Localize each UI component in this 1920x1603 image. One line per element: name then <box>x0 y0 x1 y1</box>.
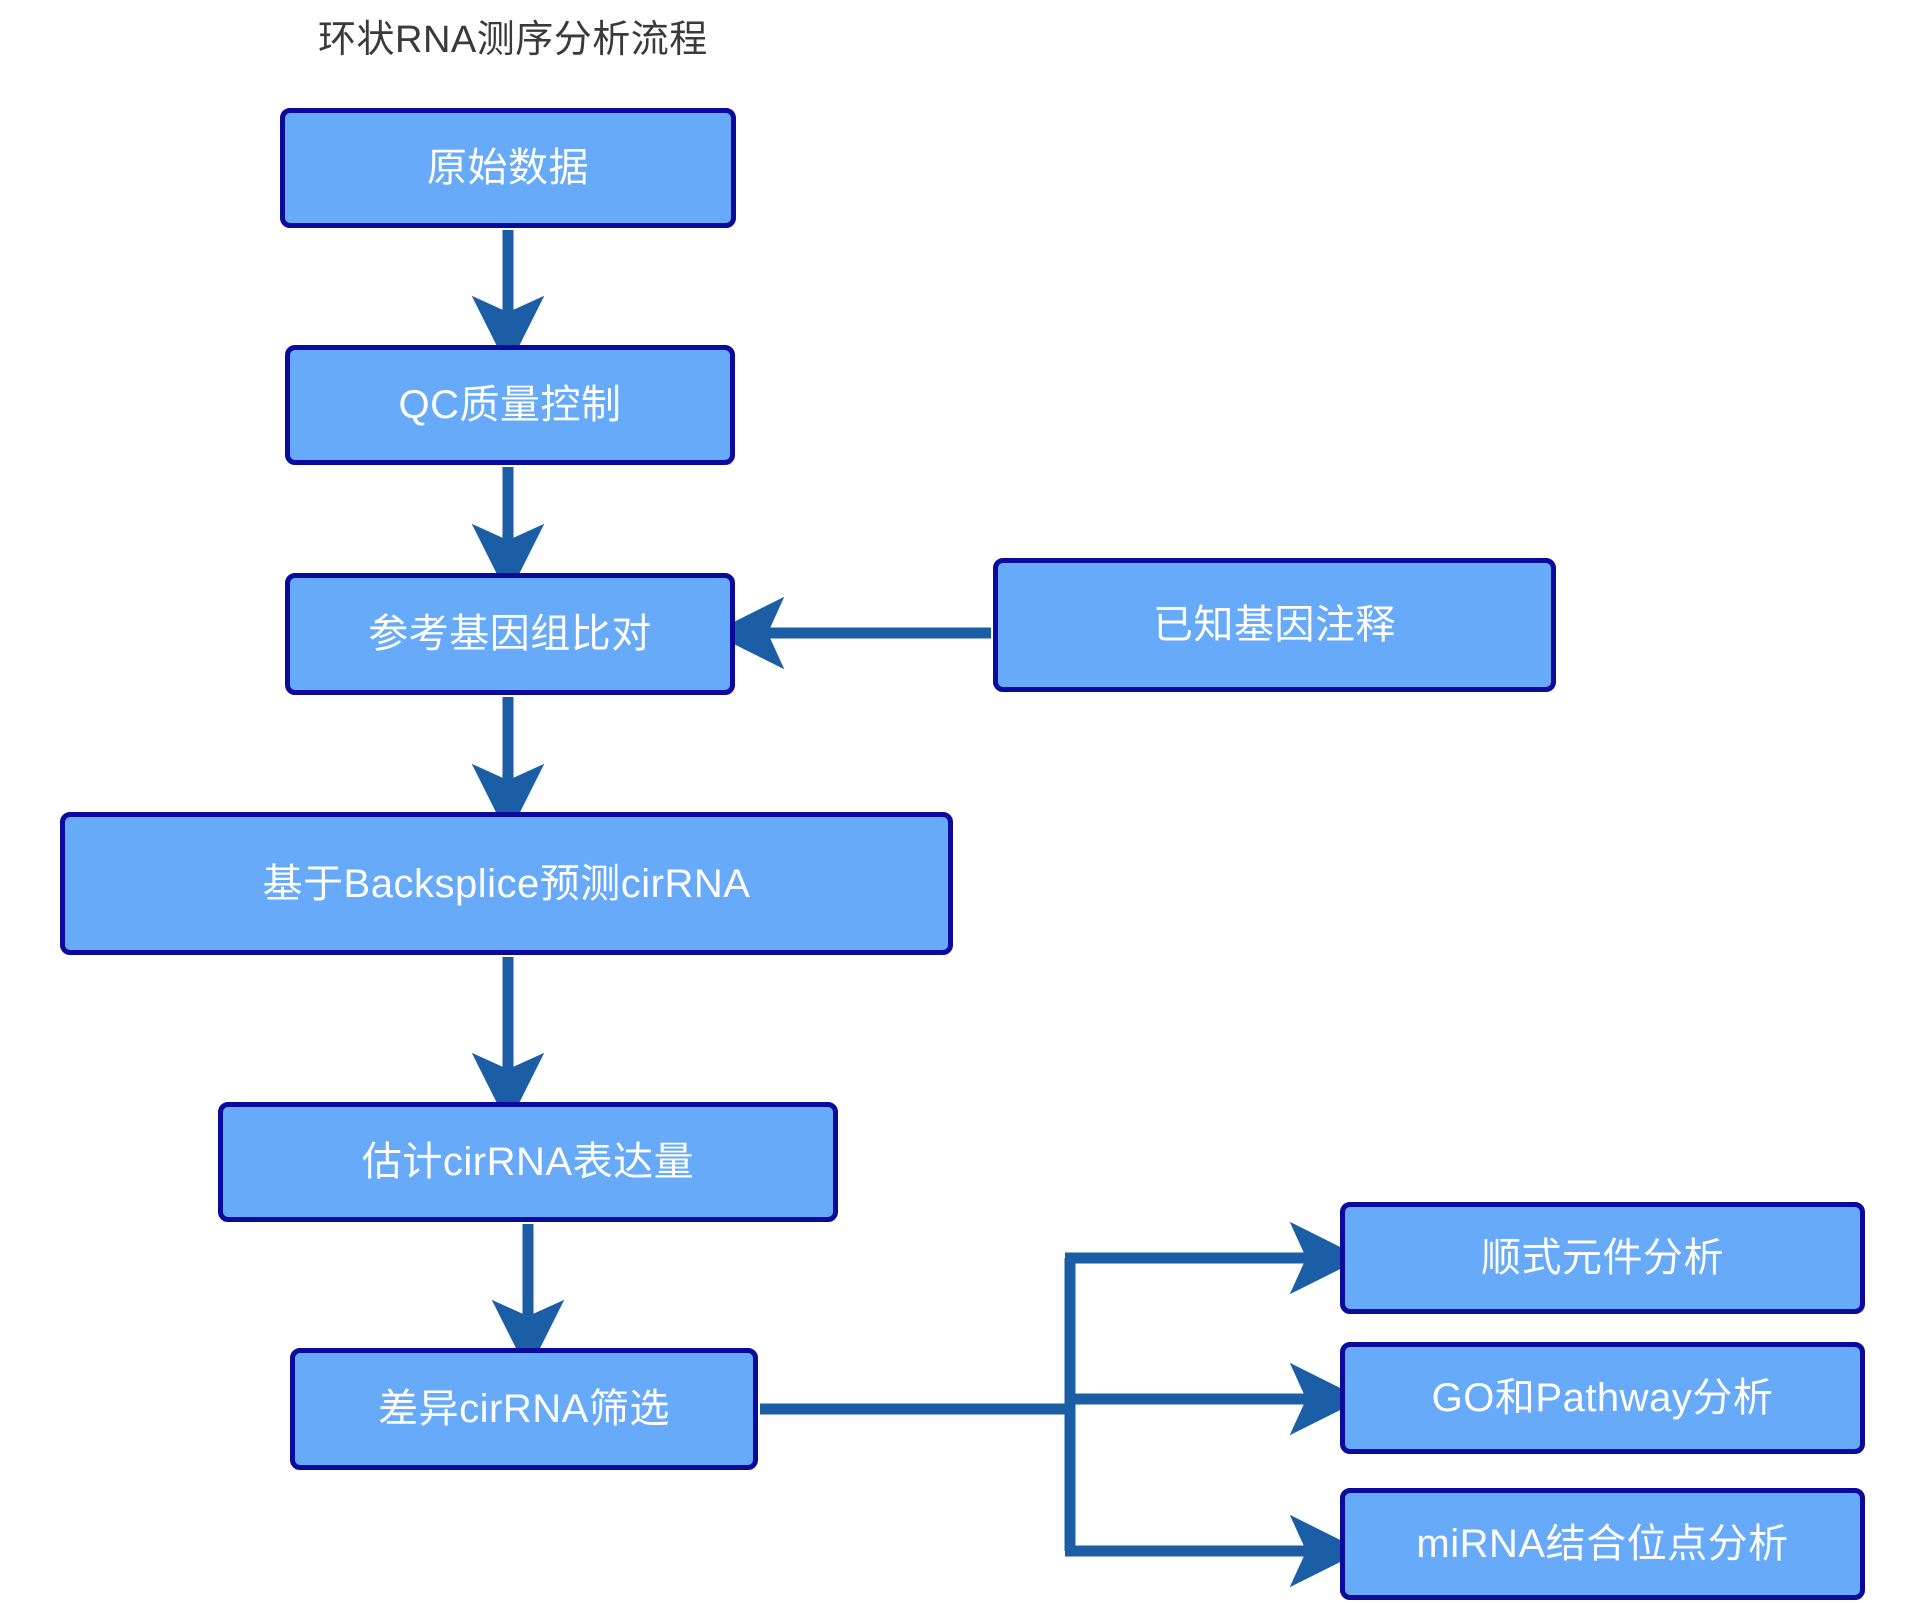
node-expression[interactable]: 估计cirRNA表达量 <box>218 1102 838 1222</box>
node-mirna-site-label: miRNA结合位点分析 <box>1416 1522 1789 1566</box>
node-diff-screen-label: 差异cirRNA筛选 <box>378 1387 670 1431</box>
node-mirna-site[interactable]: miRNA结合位点分析 <box>1340 1488 1865 1600</box>
node-qc-label: QC质量控制 <box>398 383 622 427</box>
node-diff-screen[interactable]: 差异cirRNA筛选 <box>290 1348 758 1470</box>
node-cis-element-label: 顺式元件分析 <box>1481 1236 1724 1280</box>
node-cis-element[interactable]: 顺式元件分析 <box>1340 1202 1865 1314</box>
node-go-pathway[interactable]: GO和Pathway分析 <box>1340 1342 1865 1454</box>
node-genome-align-label: 参考基因组比对 <box>368 612 652 656</box>
node-genome-align[interactable]: 参考基因组比对 <box>285 573 735 695</box>
node-qc[interactable]: QC质量控制 <box>285 345 735 465</box>
node-gene-annotation-label: 已知基因注释 <box>1153 603 1396 647</box>
node-raw-data-label: 原始数据 <box>427 146 589 190</box>
node-gene-annotation[interactable]: 已知基因注释 <box>993 558 1556 692</box>
node-raw-data[interactable]: 原始数据 <box>280 108 736 228</box>
node-backsplice-label: 基于Backsplice预测cirRNA <box>262 861 751 906</box>
node-expression-label: 估计cirRNA表达量 <box>361 1140 695 1184</box>
node-backsplice[interactable]: 基于Backsplice预测cirRNA <box>60 812 953 955</box>
page-title: 环状RNA测序分析流程 <box>318 19 708 61</box>
connector-diff-branch-trunk <box>760 1258 1076 1551</box>
node-go-pathway-label: GO和Pathway分析 <box>1431 1376 1774 1420</box>
